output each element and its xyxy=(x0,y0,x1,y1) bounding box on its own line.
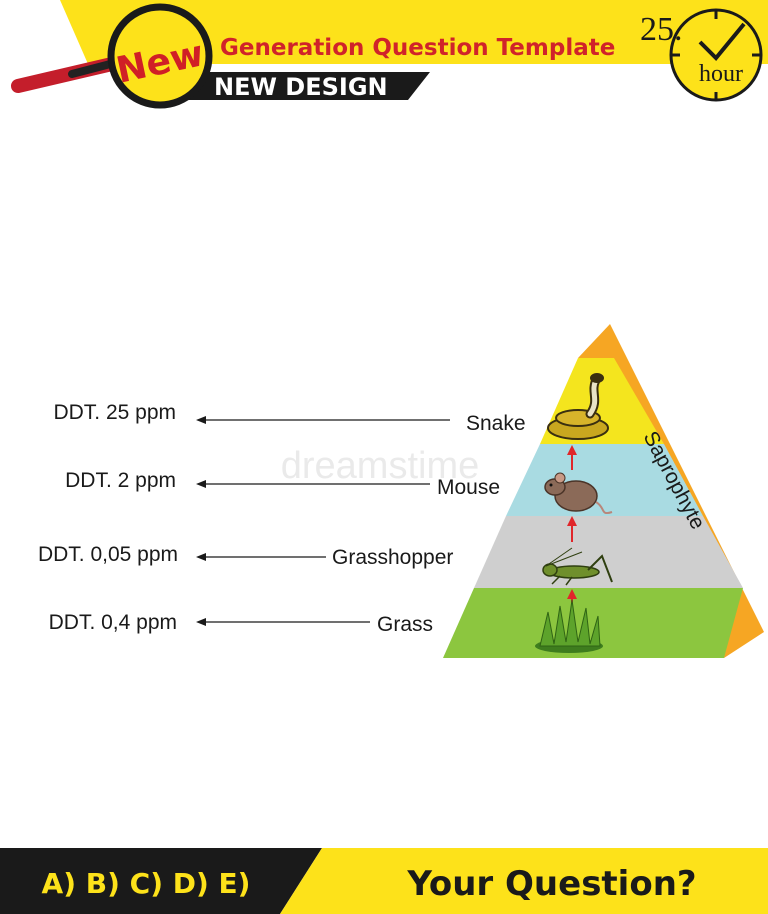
level-base xyxy=(443,588,743,658)
level-label-grass: Grass xyxy=(377,613,433,636)
magnifier-icon xyxy=(11,3,213,109)
level-label-snake: Snake xyxy=(466,412,526,435)
header: New Generation Question Template NEW DES… xyxy=(11,0,768,109)
mouse-icon xyxy=(544,472,613,514)
ddt-annotations xyxy=(196,416,450,626)
footer: A) B) C) D) E) Your Question? xyxy=(0,848,768,914)
grasshopper-icon xyxy=(542,547,613,586)
header-title: Generation Question Template xyxy=(220,35,615,61)
header-subtitle: NEW DESIGN xyxy=(214,73,388,101)
watermark: dreamstime xyxy=(281,445,480,487)
check-icon xyxy=(698,22,746,61)
ddt-label-mouse: DDT. 2 ppm xyxy=(65,469,176,492)
level-third xyxy=(474,516,743,588)
ddt-label-grass: DDT. 0,4 ppm xyxy=(49,611,177,634)
level-label-grasshopper: Grasshopper xyxy=(332,546,453,569)
level-label-mouse: Mouse xyxy=(437,476,500,499)
snake-icon xyxy=(547,373,609,440)
subtitle-black-band xyxy=(168,72,430,100)
grass-icon xyxy=(535,599,603,653)
header-yellow-band xyxy=(60,0,768,64)
clock-number: 25. xyxy=(640,11,683,48)
footer-black-band xyxy=(0,848,322,914)
ddt-label-snake: DDT. 25 ppm xyxy=(53,401,176,424)
question-prompt: Your Question? xyxy=(406,864,696,904)
clock-icon xyxy=(669,8,763,102)
clock-unit: hour xyxy=(699,61,743,87)
footer-yellow-band xyxy=(280,848,768,914)
answer-options: A) B) C) D) E) xyxy=(42,867,251,900)
food-pyramid: Saprophyte xyxy=(332,324,764,658)
ddt-label-grasshopper: DDT. 0,05 ppm xyxy=(38,543,178,566)
